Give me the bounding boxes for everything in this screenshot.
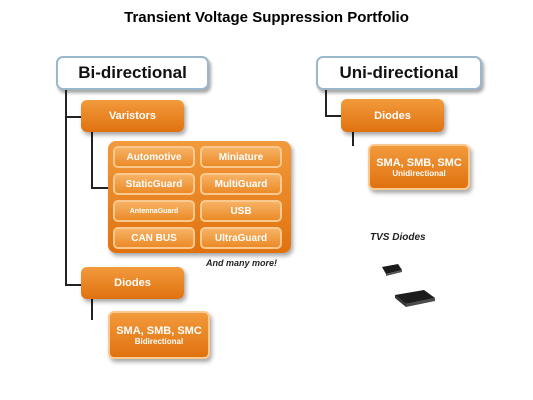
varistor-type-label: Automotive <box>126 151 182 163</box>
connector-line <box>65 90 67 285</box>
varistor-type-label: USB <box>230 205 252 217</box>
bidirectional-diodes-types-box: SMA, SMB, SMC Bidirectional <box>108 311 210 359</box>
bidirectional-diode-types: SMA, SMB, SMC <box>116 324 202 337</box>
bidirectional-diodes-box: Diodes <box>81 267 184 299</box>
varistor-type-label: UltraGuard <box>214 232 268 244</box>
unidirectional-diodes-label: Diodes <box>374 109 411 122</box>
varistors-label: Varistors <box>108 110 157 122</box>
varistor-type-label: MultiGuard <box>214 178 268 190</box>
unidirectional-diodes-box: Diodes <box>341 99 444 132</box>
unidirectional-diode-subtitle: Unidirectional <box>392 168 446 178</box>
connector-line <box>91 132 93 188</box>
varistor-type-label: Miniature <box>218 151 264 163</box>
varistor-type-miniature: Miniature <box>200 146 282 168</box>
connector-line <box>91 298 93 320</box>
varistor-type-label: AntennaGuard <box>129 207 179 215</box>
connector-line <box>65 116 81 118</box>
connector-line <box>352 132 354 146</box>
varistor-type-can-bus: CAN BUS <box>113 227 195 249</box>
varistor-type-staticguard: StaticGuard <box>113 173 195 195</box>
varistors-box: Varistors <box>81 100 184 132</box>
tvs-diodes-label: TVS Diodes <box>370 232 426 243</box>
connector-line <box>325 115 341 117</box>
bidirectional-diode-subtitle: Bidirectional <box>134 336 184 346</box>
tvs-diode-small-image <box>382 264 402 276</box>
varistor-type-label: CAN BUS <box>131 232 177 244</box>
bidirectional-header: Bi-directional <box>56 56 209 90</box>
varistor-type-label: StaticGuard <box>125 178 183 190</box>
bidirectional-header-label: Bi-directional <box>78 63 187 82</box>
unidirectional-diodes-types-box: SMA, SMB, SMC Unidirectional <box>368 144 470 190</box>
varistor-type-ultraguard: UltraGuard <box>200 227 282 249</box>
connector-line <box>325 90 327 116</box>
tvs-diode-large-image <box>395 290 435 307</box>
page-title: Transient Voltage Suppression Portfolio <box>124 9 409 26</box>
varistor-type-usb: USB <box>200 200 282 222</box>
connector-line <box>91 187 108 189</box>
varistor-type-multiguard: MultiGuard <box>200 173 282 195</box>
unidirectional-header-label: Uni-directional <box>339 63 459 82</box>
connector-line <box>65 284 81 286</box>
varistor-type-automotive: Automotive <box>113 146 195 168</box>
varistor-type-antennaguard: AntennaGuard <box>113 200 195 222</box>
unidirectional-header: Uni-directional <box>316 56 482 90</box>
bidirectional-diodes-label: Diodes <box>114 277 151 289</box>
and-many-more-note: And many more! <box>206 258 278 268</box>
unidirectional-diode-types: SMA, SMB, SMC <box>376 156 462 169</box>
